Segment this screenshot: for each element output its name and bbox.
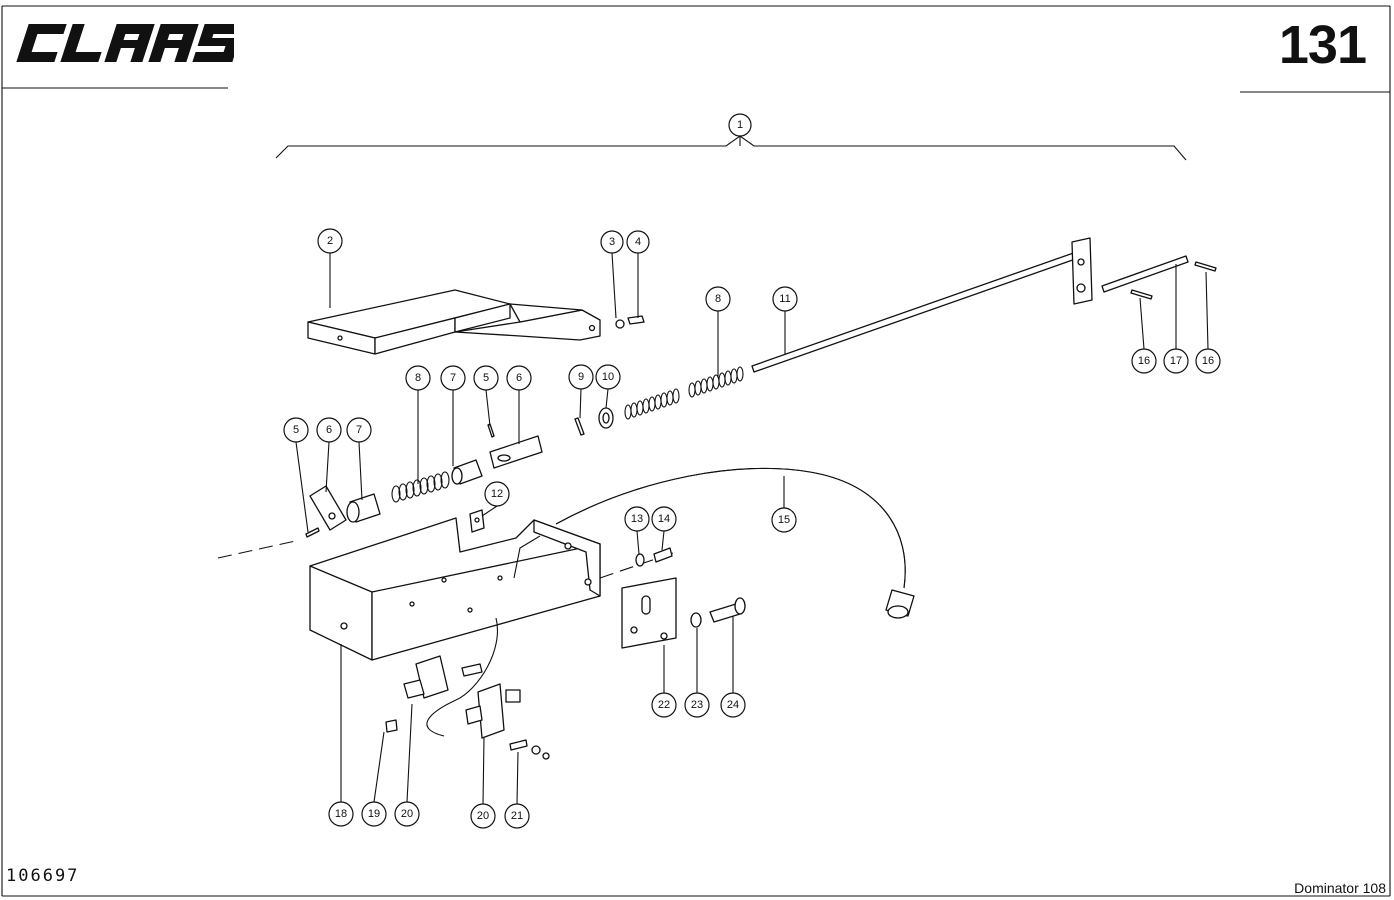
- svg-text:16: 16: [1138, 355, 1150, 367]
- bowden-cable-part: [555, 467, 915, 619]
- callout: 17: [1163, 348, 1189, 374]
- svg-text:5: 5: [293, 424, 299, 436]
- washer-screw-part: [635, 547, 673, 567]
- small-pin-part: [574, 407, 614, 436]
- svg-text:8: 8: [715, 293, 721, 305]
- spring-upper-part: [624, 366, 744, 420]
- svg-text:5: 5: [483, 372, 489, 384]
- svg-text:15: 15: [778, 514, 790, 526]
- callout: 16: [1131, 348, 1157, 374]
- callouts: 1 2 3 4 8 11 16 17 16 8 7 5 6 9 10 5 6 7…: [283, 113, 1221, 829]
- svg-text:17: 17: [1170, 355, 1182, 367]
- callout: 19: [361, 801, 387, 827]
- callout: 13: [624, 506, 650, 532]
- washer-bolt-part: [615, 315, 645, 329]
- callout: 21: [504, 803, 530, 829]
- callout: 8: [705, 286, 731, 312]
- callout: 4: [626, 230, 650, 254]
- svg-text:11: 11: [779, 293, 790, 305]
- callout: 20: [394, 801, 420, 827]
- svg-text:2: 2: [327, 235, 333, 247]
- control-rod-part: [751, 237, 1093, 373]
- callout: 5: [473, 365, 499, 391]
- page-number: 131: [1278, 15, 1367, 75]
- svg-text:23: 23: [691, 699, 703, 711]
- svg-text:21: 21: [511, 810, 523, 822]
- callout: 3: [600, 230, 624, 254]
- callout: 5: [283, 417, 309, 443]
- callout: 18: [328, 801, 354, 827]
- callout: 6: [316, 417, 342, 443]
- svg-text:22: 22: [658, 699, 670, 711]
- assembly-bracket: [275, 135, 1187, 161]
- svg-text:13: 13: [631, 513, 643, 525]
- svg-text:8: 8: [415, 372, 421, 384]
- callout: 22: [651, 692, 677, 718]
- svg-text:7: 7: [450, 372, 456, 384]
- svg-text:1: 1: [737, 119, 743, 131]
- cover-plate-part: [307, 289, 601, 355]
- callout: 7: [440, 365, 466, 391]
- slotted-plate-part: [621, 577, 746, 649]
- callout: 20: [470, 803, 496, 829]
- svg-text:14: 14: [658, 513, 670, 525]
- callout: 8: [405, 365, 431, 391]
- switch-assembly-part: [385, 617, 550, 760]
- housing-bracket-part: [309, 517, 601, 661]
- svg-text:9: 9: [578, 371, 584, 383]
- callout: 1: [728, 113, 752, 137]
- leader-lines: [295, 136, 1209, 805]
- spring-lower-part: [305, 423, 543, 538]
- clip-part: [469, 509, 485, 533]
- callout: 16: [1195, 348, 1221, 374]
- drawing-reference-number: 106697: [6, 866, 80, 886]
- svg-text:3: 3: [609, 236, 615, 248]
- callout: 6: [506, 365, 532, 391]
- svg-text:24: 24: [727, 699, 739, 711]
- svg-text:18: 18: [335, 808, 347, 820]
- pin-part: [1101, 255, 1217, 300]
- callout: 9: [568, 364, 594, 390]
- callout: 12: [484, 481, 510, 507]
- callout: 23: [684, 692, 710, 718]
- svg-text:4: 4: [635, 236, 641, 248]
- callout: 11: [772, 286, 798, 312]
- callout: 2: [317, 228, 343, 254]
- callout: 10: [595, 364, 621, 390]
- svg-text:7: 7: [356, 424, 362, 436]
- svg-text:6: 6: [516, 372, 522, 384]
- svg-text:10: 10: [602, 371, 614, 383]
- callout: 7: [346, 417, 372, 443]
- callout: 14: [651, 506, 677, 532]
- sheet-frame: [1, 5, 1391, 897]
- svg-text:12: 12: [491, 488, 503, 500]
- callout: 24: [720, 692, 746, 718]
- svg-text:19: 19: [368, 808, 380, 820]
- svg-text:20: 20: [401, 808, 413, 820]
- svg-text:16: 16: [1202, 355, 1214, 367]
- assembly-axis: [217, 539, 301, 559]
- claas-logo: [10, 20, 245, 66]
- svg-text:6: 6: [326, 424, 332, 436]
- machine-model-label: Dominator 108: [1294, 880, 1386, 896]
- callout: 15: [771, 507, 797, 533]
- svg-text:20: 20: [477, 810, 489, 822]
